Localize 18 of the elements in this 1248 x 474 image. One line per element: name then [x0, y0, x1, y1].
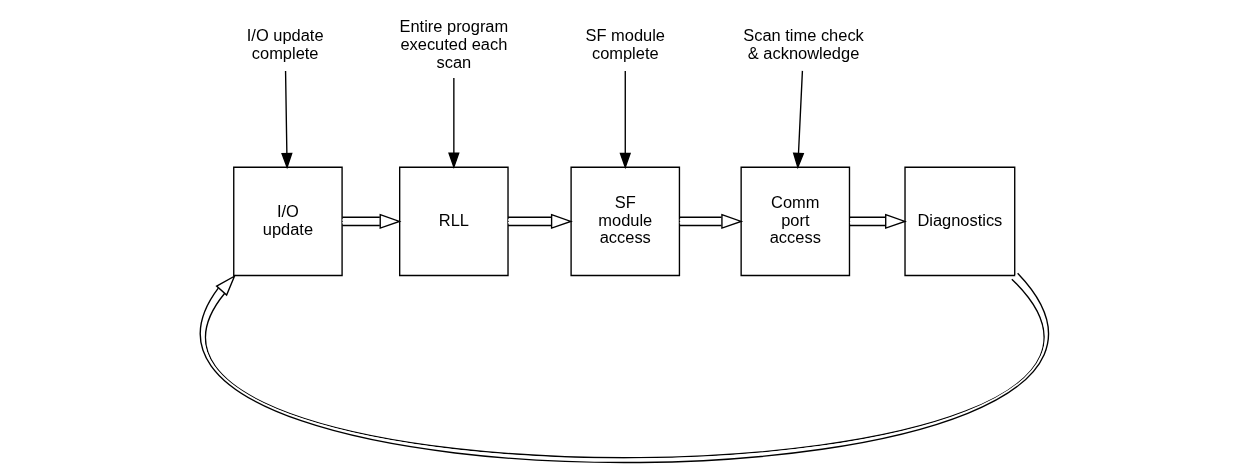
arrow [506, 213, 573, 230]
node-text: SF module complete [585, 26, 665, 63]
node-box: RLL [398, 166, 509, 277]
arrow [792, 70, 804, 170]
arrow [678, 213, 743, 230]
node-box: Diagnostics [903, 166, 1015, 277]
arrow [280, 70, 293, 170]
node-box: I/O update [232, 166, 343, 277]
arrow [341, 213, 401, 230]
node-box: SF module access [569, 166, 680, 277]
arrow [848, 213, 907, 230]
node-text: Entire program executed each scan [398, 17, 508, 71]
arrow [447, 77, 460, 170]
node-text: I/O update complete [246, 26, 324, 63]
arrow [619, 70, 631, 170]
node-box: Comm port access [739, 166, 850, 277]
arrow [199, 272, 1049, 464]
node-text: Scan time check & acknowledge [742, 26, 864, 63]
